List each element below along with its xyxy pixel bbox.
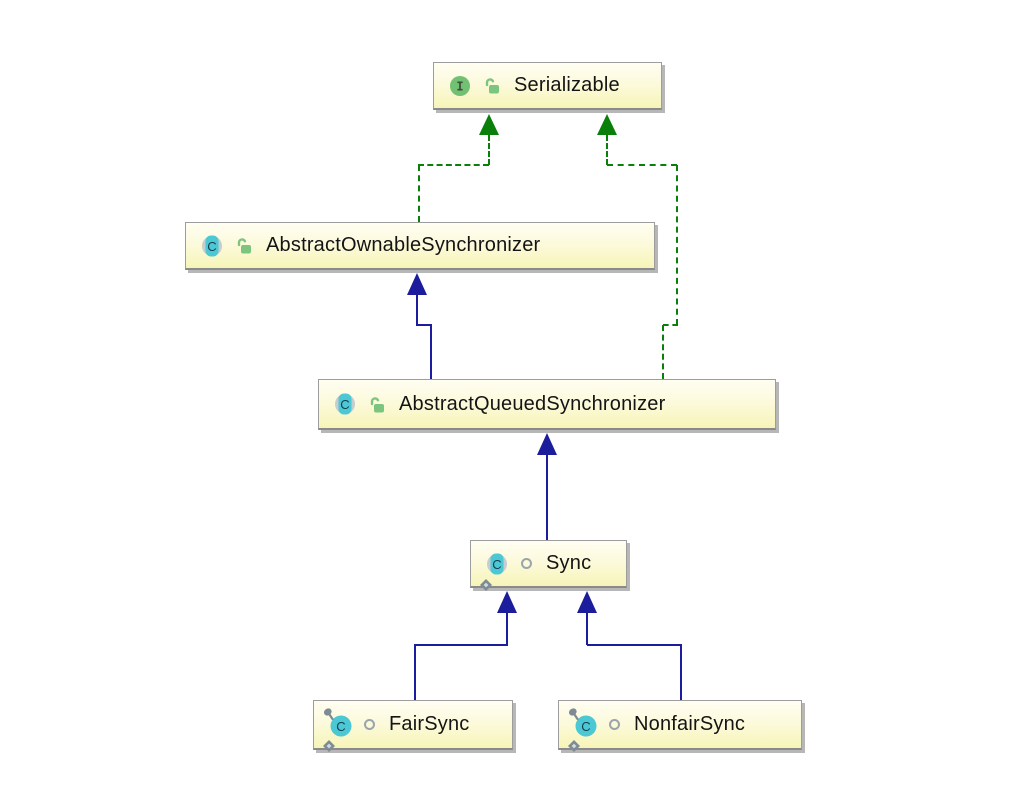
svg-text:C: C	[336, 719, 345, 734]
public-lock-icon	[484, 77, 500, 94]
class-node-serializable[interactable]: I Serializable	[433, 62, 662, 110]
svg-text:I: I	[456, 79, 463, 93]
public-lock-icon	[236, 237, 252, 254]
svg-text:C: C	[581, 719, 590, 734]
implements-arrowhead-icon	[479, 114, 499, 135]
package-local-icon	[521, 558, 532, 569]
class-name-label: Serializable	[514, 74, 620, 96]
class-name-label: NonfairSync	[634, 713, 746, 735]
svg-text:C: C	[492, 557, 501, 572]
extends-arrowhead-icon	[537, 433, 557, 455]
class-node-fairsync[interactable]: C FairSync	[313, 700, 513, 752]
extends-arrowhead-icon	[407, 273, 427, 295]
class-icon: C	[323, 707, 353, 752]
class-name-label: FairSync	[389, 713, 470, 735]
abstract-class-icon: C	[332, 392, 358, 416]
class-name-label: AbstractQueuedSynchronizer	[399, 392, 666, 415]
class-node-abstract-ownable-synchronizer[interactable]: C AbstractOwnableSynchronizer	[185, 222, 655, 270]
class-icon: C	[568, 707, 598, 752]
interface-icon: I	[447, 74, 473, 98]
package-local-icon	[609, 719, 620, 730]
class-node-sync[interactable]: C Sync	[470, 540, 627, 591]
class-node-nonfairsync[interactable]: C NonfairSync	[558, 700, 802, 752]
extends-arrowhead-icon	[497, 591, 517, 613]
implements-arrowhead-icon	[597, 114, 617, 135]
class-node-abstract-queued-synchronizer[interactable]: C AbstractQueuedSynchronizer	[318, 379, 776, 430]
abstract-class-icon: C	[199, 234, 225, 258]
package-local-icon	[364, 719, 375, 730]
class-name-label: AbstractOwnableSynchronizer	[266, 234, 541, 256]
abstract-class-icon: C	[480, 552, 510, 591]
class-name-label: Sync	[546, 552, 592, 574]
svg-text:C: C	[340, 397, 349, 412]
public-lock-icon	[369, 396, 385, 413]
svg-text:C: C	[207, 239, 216, 254]
extends-arrowhead-icon	[577, 591, 597, 613]
